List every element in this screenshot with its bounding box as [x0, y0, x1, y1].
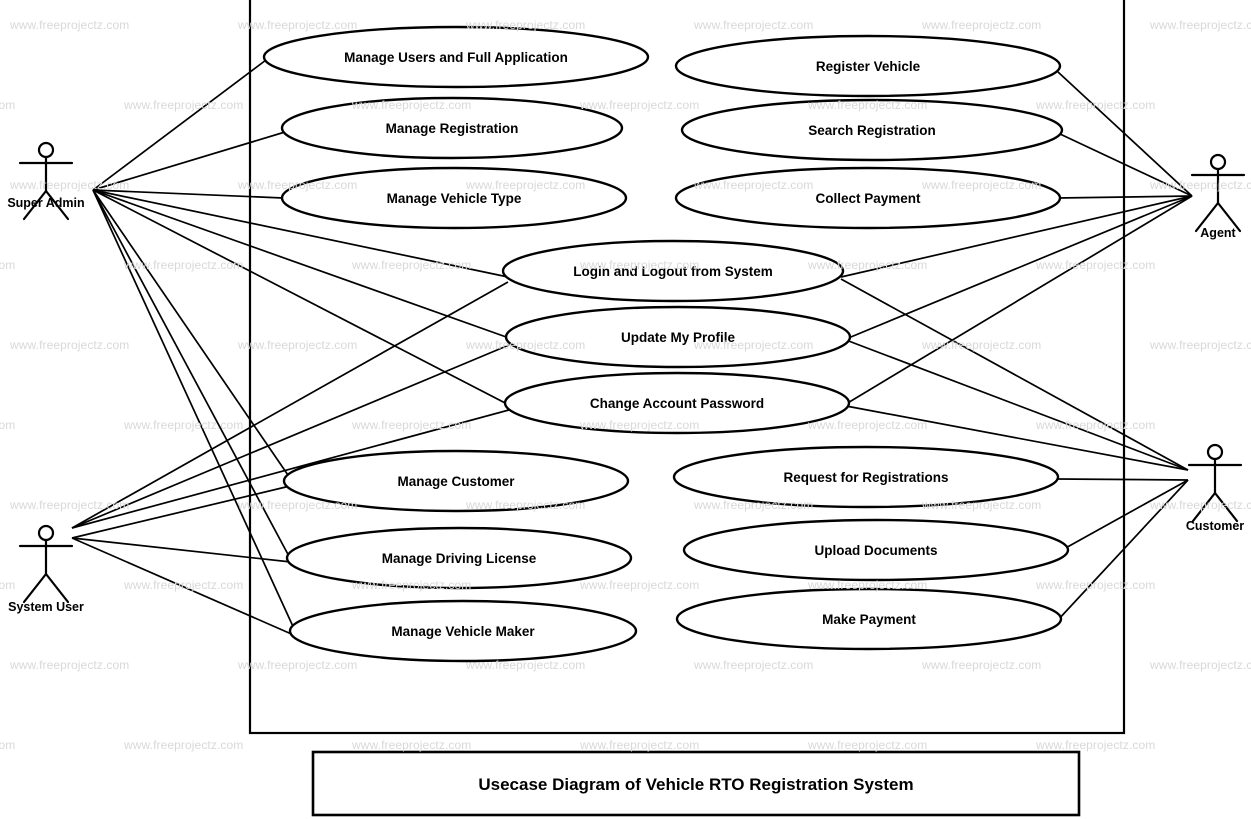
usecase-ellipse: [680, 98, 1064, 162]
association-customer-to-login-and-logout-from-system: [840, 278, 1189, 471]
association-agent-to-change-account-password: [845, 195, 1193, 405]
association-lines-group: [71, 59, 1193, 637]
usecase-label: Login and Logout from System: [573, 264, 773, 279]
actor-head-icon: [1206, 443, 1224, 461]
association-system-user-to-manage-customer: [71, 485, 291, 539]
usecase-collect-payment[interactable]: Collect Payment: [674, 166, 1062, 230]
usecase-label: Search Registration: [808, 123, 936, 138]
association-super-admin-to-manage-vehicle-maker: [92, 189, 297, 634]
association-agent-to-search-registration: [1059, 133, 1193, 197]
actor-customer[interactable]: Customer: [1186, 443, 1244, 533]
usecase-ellipse: [280, 96, 624, 160]
usecase-manage-registration[interactable]: Manage Registration: [280, 96, 624, 160]
usecase-change-account-password[interactable]: Change Account Password: [503, 371, 851, 435]
usecase-ellipse: [262, 25, 650, 89]
usecase-label: Manage Vehicle Maker: [391, 624, 535, 639]
association-system-user-to-change-account-password: [71, 409, 510, 529]
usecase-label: Collect Payment: [815, 191, 921, 206]
actor-system-user[interactable]: System User: [8, 524, 84, 614]
usecase-ellipse: [682, 518, 1070, 582]
actor-label: Customer: [1186, 519, 1244, 533]
usecase-make-payment[interactable]: Make Payment: [675, 587, 1063, 651]
system-boundary-rect: [248, 0, 1126, 735]
association-super-admin-to-change-account-password: [92, 189, 510, 406]
usecase-label: Update My Profile: [621, 330, 736, 345]
actor-leg-left: [22, 189, 48, 221]
association-system-user-to-update-my-profile: [71, 344, 510, 529]
usecase-manage-driving-license[interactable]: Manage Driving License: [285, 526, 633, 590]
diagram-title-box: Usecase Diagram of Vehicle RTO Registrat…: [311, 750, 1081, 817]
actor-agent[interactable]: Agent: [1190, 153, 1246, 240]
association-system-user-to-manage-vehicle-maker: [71, 537, 297, 637]
actor-leg-right: [44, 572, 70, 604]
actor-head-icon: [37, 524, 55, 542]
association-system-user-to-manage-driving-license: [71, 537, 292, 563]
association-super-admin-to-manage-vehicle-type: [92, 189, 284, 199]
diagram-title: Usecase Diagram of Vehicle RTO Registrat…: [478, 775, 913, 794]
usecase-manage-customer[interactable]: Manage Customer: [282, 449, 630, 513]
usecase-ellipse: [285, 526, 633, 590]
actor-leg-left: [22, 572, 48, 604]
usecase-label: Manage Users and Full Application: [344, 50, 568, 65]
usecase-label: Change Account Password: [590, 396, 764, 411]
association-customer-to-update-my-profile: [845, 339, 1189, 471]
actor-head-icon: [1209, 153, 1227, 171]
association-customer-to-make-payment: [1056, 479, 1189, 622]
usecase-ellipse: [675, 587, 1063, 651]
association-super-admin-to-login-and-logout-from-system: [92, 189, 509, 278]
usecase-request-for-registrations[interactable]: Request for Registrations: [672, 445, 1060, 509]
usecase-label: Manage Registration: [386, 121, 519, 136]
actor-label: Super Admin: [7, 196, 84, 210]
system-boundary: [248, 0, 1126, 735]
usecase-label: Manage Driving License: [382, 551, 537, 566]
actor-super-admin[interactable]: Super Admin: [7, 141, 85, 221]
usecase-manage-users-and-full-application[interactable]: Manage Users and Full Application: [262, 25, 650, 89]
usecase-label: Register Vehicle: [816, 59, 921, 74]
usecase-group: Manage Users and Full ApplicationManage …: [262, 25, 1070, 663]
usecase-ellipse: [503, 371, 851, 435]
association-agent-to-update-my-profile: [845, 195, 1193, 340]
usecase-upload-documents[interactable]: Upload Documents: [682, 518, 1070, 582]
actor-head-icon: [37, 141, 55, 159]
actor-label: Agent: [1200, 226, 1236, 240]
actor-leg-right: [44, 189, 70, 221]
association-super-admin-to-manage-customer: [92, 189, 291, 479]
usecase-label: Upload Documents: [814, 543, 937, 558]
usecase-ellipse: [674, 166, 1062, 230]
usecase-manage-vehicle-type[interactable]: Manage Vehicle Type: [280, 166, 628, 230]
usecase-ellipse: [674, 34, 1062, 98]
association-super-admin-to-manage-driving-license: [92, 189, 292, 561]
association-super-admin-to-manage-users-and-full-application: [92, 59, 267, 191]
association-customer-to-change-account-password: [845, 405, 1189, 471]
association-system-user-to-login-and-logout-from-system: [71, 281, 509, 529]
usecase-login-and-logout-from-system[interactable]: Login and Logout from System: [501, 239, 845, 303]
usecase-label: Manage Customer: [397, 474, 515, 489]
usecase-ellipse: [501, 239, 845, 303]
usecase-manage-vehicle-maker[interactable]: Manage Vehicle Maker: [288, 599, 638, 663]
usecase-search-registration[interactable]: Search Registration: [680, 98, 1064, 162]
usecase-ellipse: [282, 449, 630, 513]
usecase-label: Manage Vehicle Type: [387, 191, 522, 206]
actor-label: System User: [8, 600, 84, 614]
actor-leg-left: [1191, 491, 1217, 523]
title-box-rect: [311, 750, 1081, 817]
usecase-ellipse: [672, 445, 1060, 509]
actor-leg-left: [1194, 201, 1220, 233]
usecase-ellipse: [280, 166, 628, 230]
actor-leg-right: [1213, 491, 1239, 523]
association-super-admin-to-manage-registration: [92, 131, 286, 191]
usecase-ellipse: [504, 305, 852, 369]
usecase-label: Request for Registrations: [783, 470, 948, 485]
association-agent-to-login-and-logout-from-system: [840, 195, 1193, 278]
actor-leg-right: [1216, 201, 1242, 233]
usecase-update-my-profile[interactable]: Update My Profile: [504, 305, 852, 369]
usecase-label: Make Payment: [822, 612, 916, 627]
usecase-register-vehicle[interactable]: Register Vehicle: [674, 34, 1062, 98]
usecase-ellipse: [288, 599, 638, 663]
association-super-admin-to-update-my-profile: [92, 189, 510, 339]
